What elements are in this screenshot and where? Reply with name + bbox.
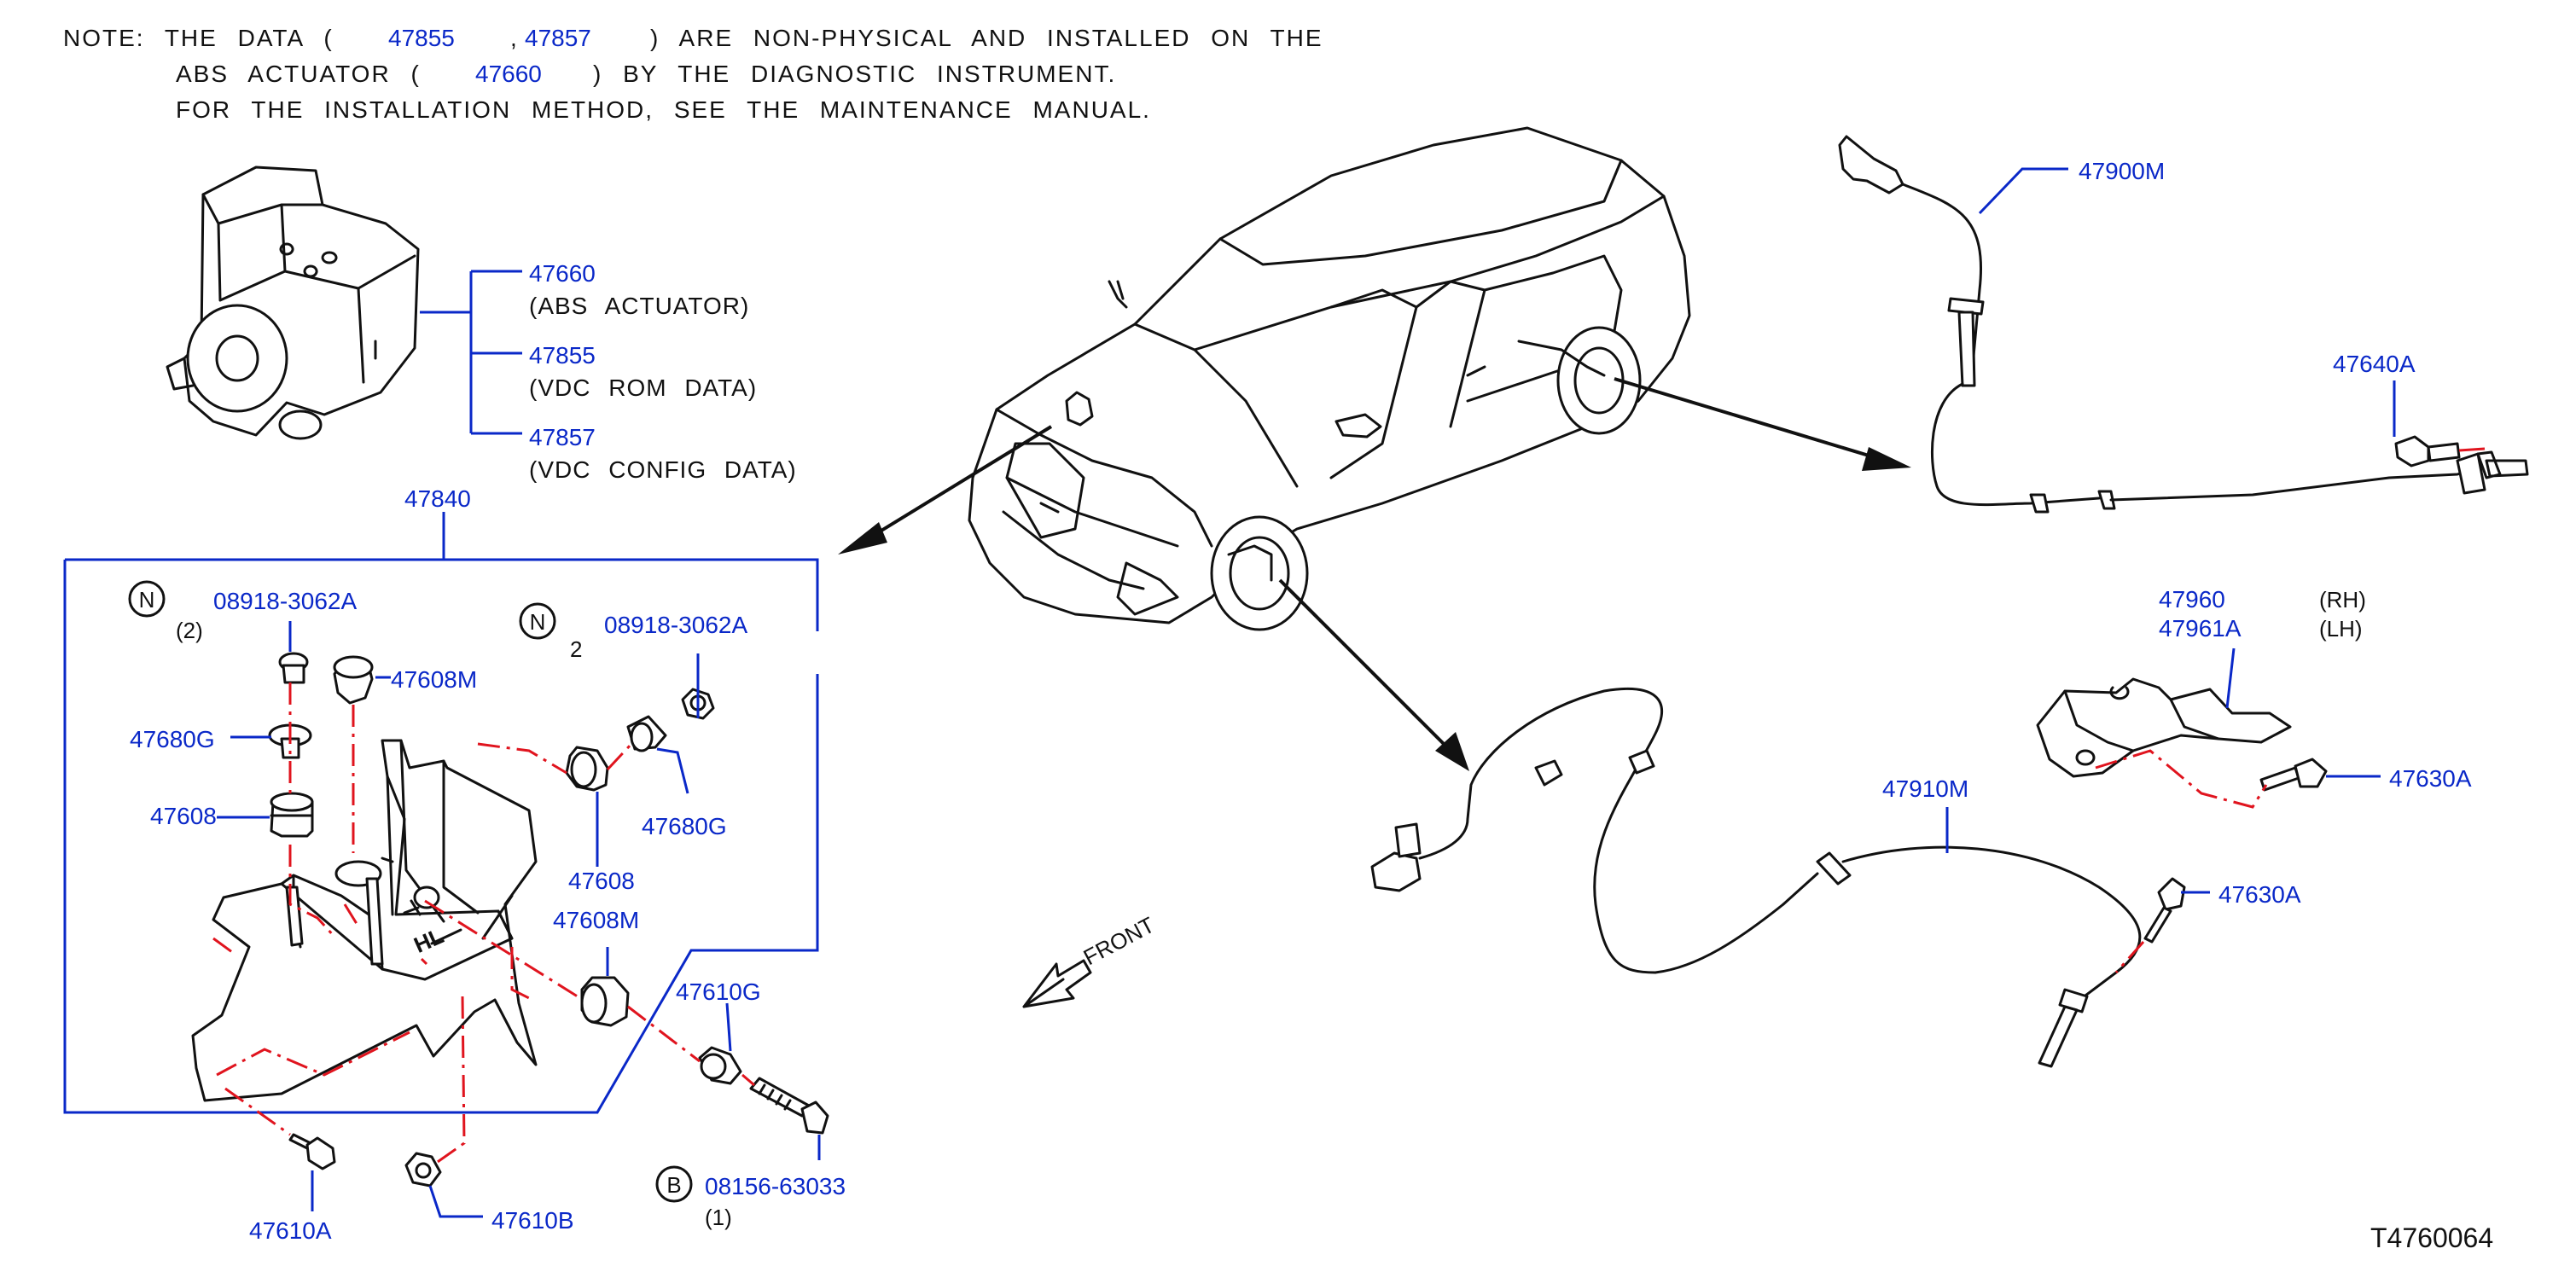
label-rear-sensor[interactable]: 47900M — [2079, 158, 2165, 184]
label-collar-lower[interactable]: 47610G — [676, 979, 761, 1005]
front-label: FRONT — [1079, 912, 1159, 971]
collar-lower-drawing — [698, 1046, 742, 1085]
label-nut-right-qty: 2 — [570, 636, 582, 662]
label-grommet-top[interactable]: 47608M — [391, 666, 477, 693]
abs-actuator-drawing — [166, 166, 420, 440]
note-ref-47660[interactable]: 47660 — [475, 61, 542, 87]
install-line-rear — [2458, 447, 2486, 452]
rear-sensor-drawing — [1838, 135, 2529, 514]
sensor-bolt-drawing — [2143, 877, 2186, 944]
label-vdc-config-desc: (VDC CONFIG DATA) — [529, 456, 797, 483]
front-indicator — [1022, 959, 1092, 1008]
grommet-left-drawing — [270, 792, 314, 838]
label-collar-left[interactable]: 47680G — [130, 726, 215, 752]
install-lines-bracket — [212, 682, 755, 1165]
badge-b: B — [655, 1165, 693, 1203]
label-vdc-config-part[interactable]: 47857 — [529, 424, 596, 450]
car-drawing — [968, 126, 1691, 631]
bracket-frame — [63, 512, 819, 1114]
grommet-lower-drawing — [580, 976, 630, 1027]
leaders-rear — [1978, 167, 2396, 437]
install-line-sensor — [2114, 941, 2145, 973]
grommet-top-drawing — [333, 655, 374, 705]
bracket-bolt-drawing — [2259, 758, 2328, 792]
actuator-leaders — [420, 270, 522, 435]
diagram-code: T4760064 — [2370, 1222, 2493, 1253]
label-nut-c[interactable]: 47610B — [491, 1207, 574, 1234]
svg-text:HL: HL — [410, 922, 448, 958]
badge-n-right-text: N — [530, 609, 546, 635]
collar-right-drawing — [626, 715, 667, 752]
label-nut-left-qty: (2) — [176, 618, 203, 643]
label-bracket-bolt[interactable]: 47630A — [2389, 765, 2472, 792]
install-line-bracket — [2095, 749, 2268, 809]
sensor-bracket-drawing — [2036, 677, 2292, 778]
nut-c-drawing — [404, 1152, 442, 1188]
label-nut-right[interactable]: 08918-3062A — [604, 612, 747, 638]
bolt-b-drawing — [749, 1077, 829, 1135]
label-grommet-lower[interactable]: 47608M — [553, 907, 639, 933]
badge-n-left: N — [128, 580, 166, 618]
leaders-bracket — [217, 621, 821, 1218]
label-bolt-a[interactable]: 47610A — [249, 1217, 332, 1244]
note-line1-prefix: NOTE: THE DATA ( — [63, 25, 334, 51]
label-collar-right[interactable]: 47680G — [642, 813, 727, 839]
note-line2-rest: ) BY THE DIAGNOSTIC INSTRUMENT. — [593, 61, 1116, 87]
label-grommet-right[interactable]: 47608 — [568, 868, 635, 894]
note-ref-47857[interactable]: 47857 — [525, 25, 591, 51]
note-line2-prefix: ABS ACTUATOR ( — [176, 61, 421, 87]
bracket-drawing: HL — [191, 739, 538, 1102]
pointer-arrows — [838, 377, 1911, 771]
leaders-front-bracket — [2225, 648, 2381, 778]
leaders-front-sensor — [1945, 807, 2210, 894]
label-grommet-left[interactable]: 47608 — [150, 803, 217, 829]
label-bracket-lh[interactable]: 47961A — [2159, 615, 2242, 642]
label-bracket-rh[interactable]: 47960 — [2159, 586, 2225, 613]
label-bracket[interactable]: 47840 — [404, 485, 471, 512]
label-rear-sensor-bolt[interactable]: 47640A — [2333, 351, 2416, 377]
nut-top-drawing — [278, 652, 309, 684]
badge-b-text: B — [666, 1172, 681, 1198]
badge-n-left-text: N — [139, 587, 155, 613]
label-nut-left[interactable]: 08918-3062A — [213, 588, 357, 614]
label-bolt-b[interactable]: 08156-63033 — [705, 1173, 846, 1199]
note-line1-rest: ) ARE NON-PHYSICAL AND INSTALLED ON THE — [650, 25, 1323, 51]
note-ref-47855[interactable]: 47855 — [388, 25, 455, 51]
label-front-sensor[interactable]: 47910M — [1882, 775, 1968, 802]
label-abs-actuator-part[interactable]: 47660 — [529, 260, 596, 287]
label-vdc-rom-desc: (VDC ROM DATA) — [529, 375, 757, 401]
label-bracket-lh-side: (LH) — [2319, 616, 2363, 642]
label-vdc-rom-part[interactable]: 47855 — [529, 342, 596, 369]
label-abs-actuator-desc: (ABS ACTUATOR) — [529, 293, 749, 319]
label-sensor-bolt[interactable]: 47630A — [2218, 881, 2301, 908]
label-bracket-rh-side: (RH) — [2319, 587, 2366, 613]
bolt-a-drawing — [288, 1133, 336, 1170]
note-comma: , — [510, 25, 519, 51]
badge-n-right: N — [519, 602, 556, 640]
front-sensor-drawing — [1370, 687, 2142, 1068]
note-block: NOTE: THE DATA ( 47855 , 47857 ) ARE NON… — [63, 25, 1323, 123]
note-line3: FOR THE INSTALLATION METHOD, SEE THE MAI… — [176, 96, 1151, 123]
grommet-right-drawing — [565, 746, 609, 792]
label-bolt-b-qty: (1) — [705, 1205, 732, 1230]
